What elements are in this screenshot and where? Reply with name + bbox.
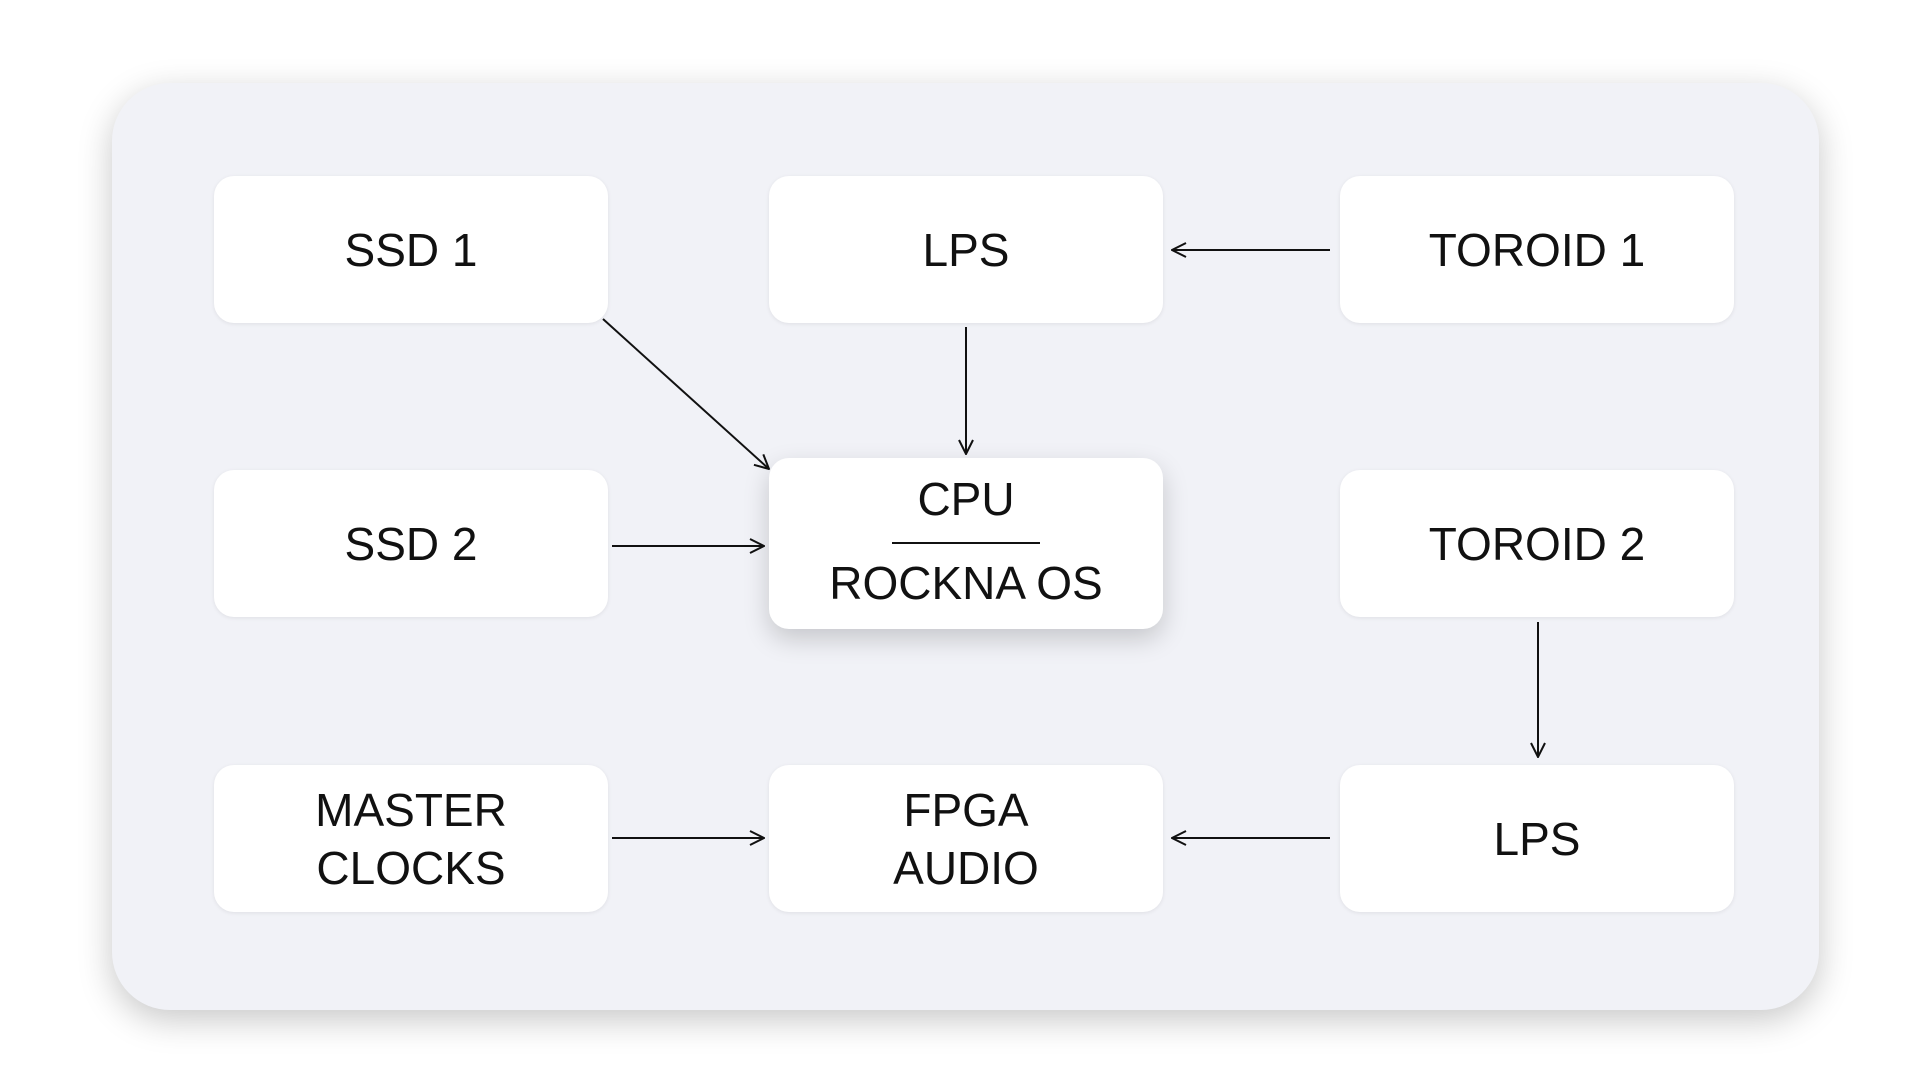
node-lps-bottom-label: LPS: [1493, 812, 1581, 865]
node-fpga-audio-line2: AUDIO: [893, 841, 1039, 894]
node-ssd2-label: SSD 2: [344, 517, 478, 570]
node-master-clocks-line1: MASTER: [315, 783, 507, 836]
node-cpu-title: CPU: [917, 473, 1015, 525]
node-fpga-audio-line1: FPGA: [903, 783, 1029, 836]
node-cpu-divider: [892, 542, 1040, 544]
node-lps-bottom: LPS: [1340, 765, 1734, 912]
node-master-clocks: MASTER CLOCKS: [214, 765, 608, 912]
node-toroid1-label: TOROID 1: [1428, 223, 1646, 276]
node-lps-top-label: LPS: [922, 223, 1010, 276]
node-fpga-audio: FPGA AUDIO: [769, 765, 1163, 912]
node-cpu-subtitle: ROCKNA OS: [829, 557, 1103, 609]
node-ssd1: SSD 1: [214, 176, 608, 323]
node-master-clocks-line2: CLOCKS: [316, 841, 506, 894]
node-cpu: CPU ROCKNA OS: [769, 458, 1163, 629]
node-ssd2: SSD 2: [214, 470, 608, 617]
node-lps-top: LPS: [769, 176, 1163, 323]
node-toroid2: TOROID 2: [1340, 470, 1734, 617]
node-toroid2-label: TOROID 2: [1428, 517, 1646, 570]
node-toroid1: TOROID 1: [1340, 176, 1734, 323]
node-ssd1-label: SSD 1: [344, 223, 478, 276]
